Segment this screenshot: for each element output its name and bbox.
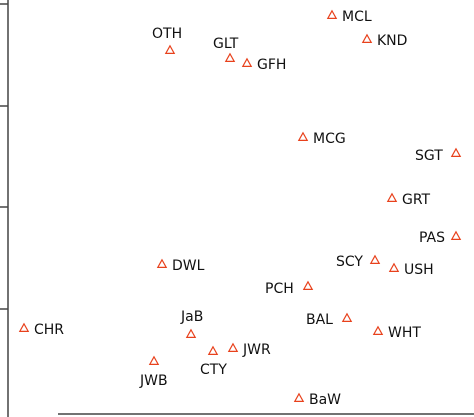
data-point: SCY xyxy=(336,254,381,270)
data-point: JaB xyxy=(180,309,203,338)
triangle-marker xyxy=(227,342,239,352)
point-label: MCG xyxy=(313,131,346,147)
point-label: SGT xyxy=(415,148,443,164)
triangle-marker xyxy=(297,131,309,141)
point-label: JWR xyxy=(242,342,271,358)
data-point: SGT xyxy=(415,147,462,164)
data-point: CHR xyxy=(18,322,64,338)
data-point: PCH xyxy=(265,280,314,297)
triangle-marker xyxy=(148,355,160,365)
point-label: DWL xyxy=(172,258,205,274)
point-label: BaW xyxy=(309,392,341,408)
triangle-marker xyxy=(450,230,462,240)
triangle-marker xyxy=(369,254,381,264)
data-point: JWB xyxy=(139,355,168,389)
data-point: OTH xyxy=(152,26,182,54)
data-point: DWL xyxy=(156,258,205,274)
data-point: BAL xyxy=(306,312,353,328)
point-label: PAS xyxy=(419,230,445,246)
triangle-marker xyxy=(361,33,373,43)
point-label: MCL xyxy=(342,9,372,25)
data-point: CTY xyxy=(200,345,227,378)
point-label: PCH xyxy=(265,281,294,297)
data-point: PAS xyxy=(419,230,462,246)
triangle-marker xyxy=(450,147,462,157)
triangle-marker xyxy=(224,52,236,62)
point-label: KND xyxy=(377,33,407,49)
points-layer: MCL KND OTH GLT GFH MCG SGT GRT PAS SCY DWL USH PCH B… xyxy=(18,9,462,408)
data-point: GFH xyxy=(241,57,286,73)
triangle-marker xyxy=(326,9,338,19)
point-label: BAL xyxy=(306,312,333,328)
point-label: SCY xyxy=(336,254,363,270)
data-point: GRT xyxy=(386,192,431,208)
point-label: CTY xyxy=(200,362,227,378)
data-point: MCG xyxy=(297,131,346,147)
triangle-marker xyxy=(372,325,384,335)
data-point: GLT xyxy=(213,36,239,62)
triangle-marker xyxy=(241,57,253,67)
point-label: GRT xyxy=(402,192,431,208)
data-point: USH xyxy=(388,262,434,278)
point-label: CHR xyxy=(34,322,64,338)
triangle-marker xyxy=(386,192,398,202)
data-point: KND xyxy=(361,33,407,49)
point-label: JWB xyxy=(139,373,168,389)
point-label: JaB xyxy=(180,309,203,325)
triangle-marker xyxy=(341,312,353,322)
triangle-marker xyxy=(185,328,197,338)
triangle-marker xyxy=(388,262,400,272)
point-label: GFH xyxy=(257,57,286,73)
data-point: BaW xyxy=(293,392,341,408)
triangle-marker xyxy=(207,345,219,355)
triangle-marker xyxy=(156,258,168,268)
triangle-marker xyxy=(18,322,30,332)
data-point: JWR xyxy=(227,342,271,358)
data-point: MCL xyxy=(326,9,372,25)
triangle-marker xyxy=(302,280,314,290)
y-axis xyxy=(0,0,9,417)
point-label: OTH xyxy=(152,26,182,42)
triangle-marker xyxy=(164,44,176,54)
point-label: WHT xyxy=(388,325,421,341)
point-label: USH xyxy=(404,262,434,278)
point-label: GLT xyxy=(213,36,239,52)
triangle-marker xyxy=(293,392,305,402)
data-point: WHT xyxy=(372,325,421,341)
